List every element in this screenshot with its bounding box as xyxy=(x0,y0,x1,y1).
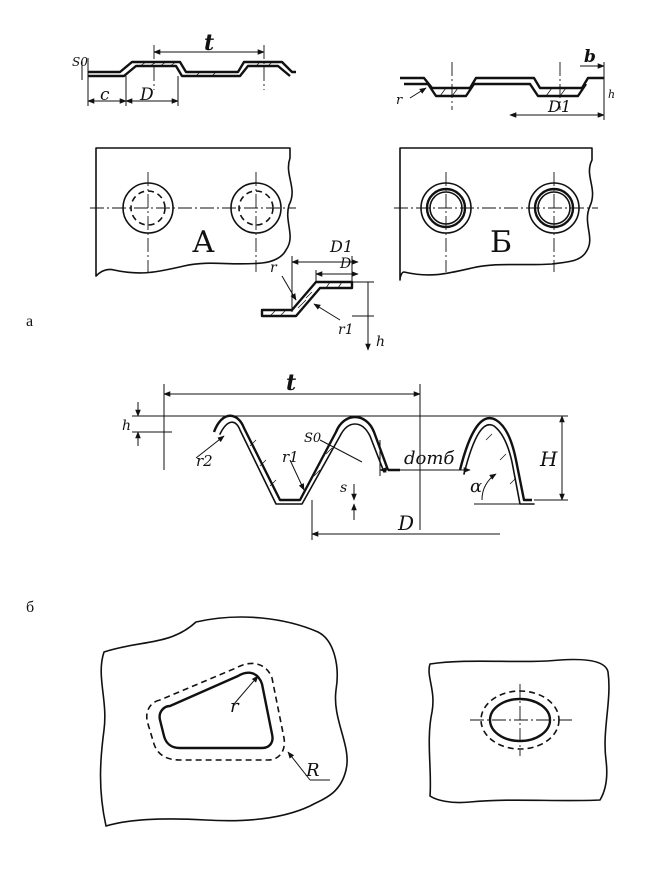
section-view-right: b r D1 h xyxy=(396,47,615,120)
section-view-left: S0 t c D xyxy=(72,30,296,106)
dimple-outer xyxy=(122,182,174,234)
label-d1: D1 xyxy=(547,97,571,116)
label-R: R xyxy=(305,760,320,781)
label-r2: r2 xyxy=(196,452,213,470)
detail-label-r1: r1 xyxy=(338,322,354,338)
plate-b-label: Б xyxy=(490,225,512,260)
label-H: H xyxy=(539,447,558,471)
label-D: D xyxy=(397,511,414,535)
label-s0: S0 xyxy=(304,431,321,446)
corrugation-section: t h r2 S0 r1 dотб H s D α xyxy=(122,370,568,540)
detail-label-d1: D1 xyxy=(329,237,353,256)
label-d-otb: dотб xyxy=(404,448,455,469)
dimple-inner xyxy=(533,187,575,229)
label-h: h xyxy=(122,418,131,434)
label-s: s xyxy=(340,480,347,496)
label-c: c xyxy=(100,85,110,105)
label-alpha: α xyxy=(470,476,482,497)
caption-b: б xyxy=(26,599,34,616)
dimple-outer xyxy=(528,182,580,234)
plate-b: Б xyxy=(394,147,598,281)
dimple-triangle xyxy=(158,671,274,750)
label-d: D xyxy=(139,85,154,105)
detail-section: D1 D r r1 h xyxy=(260,237,385,351)
dimple-inner-hidden xyxy=(238,190,274,226)
plate-oval xyxy=(428,658,610,804)
plate-a: А xyxy=(90,147,296,277)
label-b: b xyxy=(584,47,596,67)
label-r1: r1 xyxy=(282,448,299,466)
caption-a: а xyxy=(26,313,33,330)
label-r: r xyxy=(396,93,403,108)
dimple-outer xyxy=(420,182,472,234)
label-h: h xyxy=(608,88,615,101)
dimple-inner xyxy=(425,187,467,229)
dimple-outer xyxy=(230,182,282,234)
dimple-inner-hidden xyxy=(130,190,166,226)
label-t: t xyxy=(204,30,214,56)
detail-label-h: h xyxy=(376,334,385,350)
leader-s0 xyxy=(319,439,363,463)
detail-label-r: r xyxy=(270,260,278,276)
plate-a-label: А xyxy=(192,225,215,260)
detail-label-d: D xyxy=(339,256,351,272)
label-r: r xyxy=(230,696,240,717)
plate-triangle: r R xyxy=(99,616,348,827)
label-s0: S0 xyxy=(72,55,88,69)
label-t: t xyxy=(286,370,296,396)
